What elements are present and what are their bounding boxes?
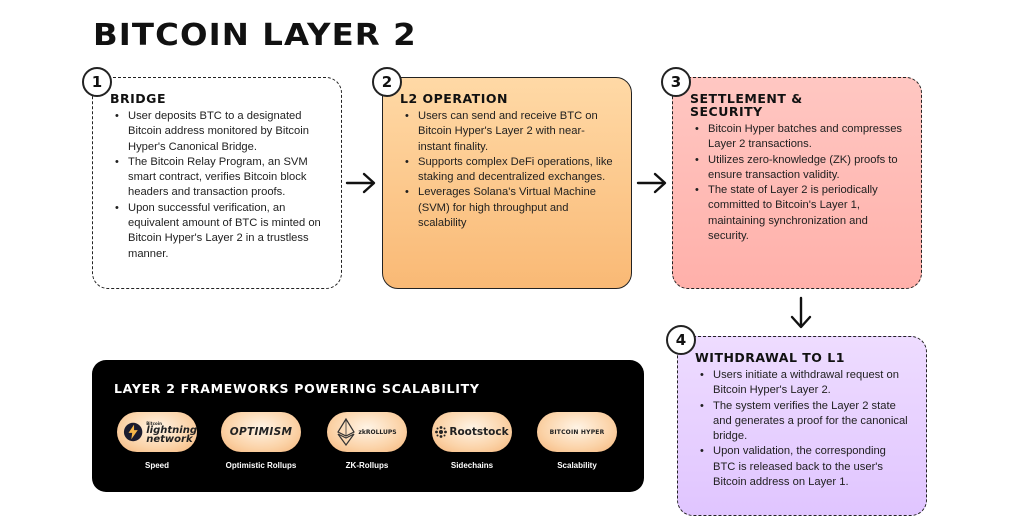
step-bullets: Bitcoin Hyper batches and compresses Lay… xyxy=(693,122,905,244)
framework-item-optimism: OPTIMISM Optimistic Rollups xyxy=(221,412,301,470)
framework-item-lightning: Bitcoin lightning network Speed xyxy=(117,412,197,470)
bullet-item: Upon validation, the corresponding BTC i… xyxy=(698,444,910,490)
step-heading: L2 OPERATION xyxy=(400,91,508,106)
frameworks-heading: LAYER 2 FRAMEWORKS POWERING SCALABILITY xyxy=(114,381,480,396)
step-number-badge: 4 xyxy=(666,325,696,355)
ethereum-icon xyxy=(337,418,356,446)
optimism-logo: OPTIMISM xyxy=(221,412,301,452)
framework-item-bitcoin-hyper: BITCOIN HYPER Scalability xyxy=(537,412,617,470)
framework-item-zkrollups: zkROLLUPS ZK-Rollups xyxy=(327,412,407,470)
framework-caption: Scalability xyxy=(557,461,597,470)
lightning-icon xyxy=(123,422,143,442)
lightning-network-logo: Bitcoin lightning network xyxy=(117,412,197,452)
step-heading: BRIDGE xyxy=(110,91,166,106)
framework-caption: Speed xyxy=(144,461,169,470)
step-heading: SETTLEMENT & SECURITY xyxy=(690,92,905,118)
bullet-item: Leverages Solana's Virtual Machine (SVM)… xyxy=(403,185,615,231)
logo-text: lightning xyxy=(146,424,197,436)
bullet-item: The state of Layer 2 is periodically com… xyxy=(693,183,905,244)
bullet-item: Upon successful verification, an equival… xyxy=(113,201,325,262)
logo-text: zkROLLUPS xyxy=(358,428,397,436)
bullet-item: The Bitcoin Relay Program, an SVM smart … xyxy=(113,155,325,201)
bullet-item: Supports complex DeFi operations, like s… xyxy=(403,155,615,186)
bullet-item: Users initiate a withdrawal request on B… xyxy=(698,368,910,399)
zkrollups-logo: zkROLLUPS xyxy=(327,412,407,452)
logo-text: Rootstock xyxy=(449,426,509,438)
logo-text: network xyxy=(146,433,193,445)
framework-caption: ZK-Rollups xyxy=(345,461,389,470)
step-bullets: User deposits BTC to a designated Bitcoi… xyxy=(113,109,325,262)
framework-item-rootstock: Rootstock Sidechains xyxy=(432,412,512,470)
arrow-right-icon xyxy=(345,172,376,194)
step-bullets: Users initiate a withdrawal request on B… xyxy=(698,368,910,490)
rootstock-icon xyxy=(435,426,448,438)
step-heading: WITHDRAWAL TO L1 xyxy=(695,350,845,365)
logo-text: BITCOIN HYPER xyxy=(549,428,605,436)
step-card-l2-operation: L2 OPERATION Users can send and receive … xyxy=(382,77,632,289)
bullet-item: Utilizes zero-knowledge (ZK) proofs to e… xyxy=(693,153,905,184)
arrow-right-icon xyxy=(636,172,667,194)
step-card-withdrawal: WITHDRAWAL TO L1 Users initiate a withdr… xyxy=(677,336,927,516)
step-number-badge: 1 xyxy=(82,67,112,97)
step-card-bridge: BRIDGE User deposits BTC to a designated… xyxy=(92,77,342,289)
framework-caption: Optimistic Rollups xyxy=(225,461,297,470)
step-heading-line: SECURITY xyxy=(690,104,763,119)
page-title: BITCOIN LAYER 2 xyxy=(93,18,417,53)
bullet-item: User deposits BTC to a designated Bitcoi… xyxy=(113,109,325,155)
framework-caption: Sidechains xyxy=(450,461,494,470)
step-card-settlement-security: SETTLEMENT & SECURITY Bitcoin Hyper batc… xyxy=(672,77,922,289)
step-number-badge: 3 xyxy=(661,67,691,97)
step-heading-line: SETTLEMENT & xyxy=(690,91,803,106)
step-number-badge: 2 xyxy=(372,67,402,97)
bullet-item: Bitcoin Hyper batches and compresses Lay… xyxy=(693,122,905,153)
rootstock-logo: Rootstock xyxy=(432,412,512,452)
logo-text: OPTIMISM xyxy=(229,426,293,438)
bitcoin-hyper-logo: BITCOIN HYPER xyxy=(537,412,617,452)
bullet-item: The system verifies the Layer 2 state an… xyxy=(698,399,910,445)
arrow-down-icon xyxy=(790,296,812,329)
step-bullets: Users can send and receive BTC on Bitcoi… xyxy=(403,109,615,231)
bullet-item: Users can send and receive BTC on Bitcoi… xyxy=(403,109,615,155)
logo-text-small: Bitcoin xyxy=(146,420,162,426)
frameworks-panel: LAYER 2 FRAMEWORKS POWERING SCALABILITY … xyxy=(92,360,644,492)
